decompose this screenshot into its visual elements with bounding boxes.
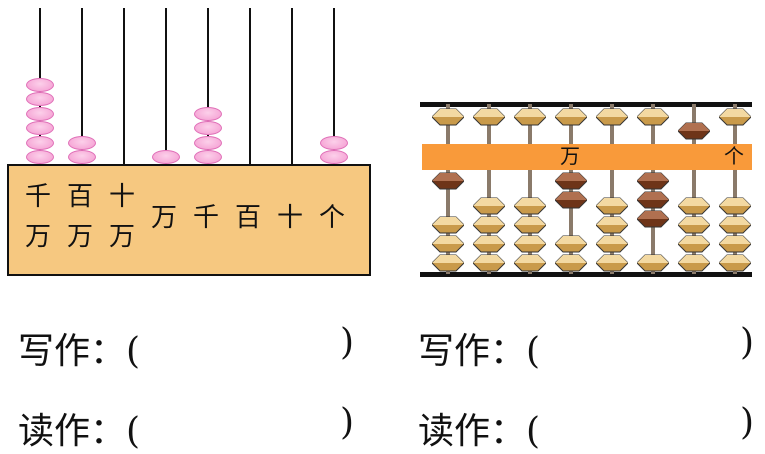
- inactive-bead: [432, 254, 464, 272]
- left-rod: [207, 8, 209, 166]
- inactive-bead: [555, 235, 587, 253]
- right-read-close: ): [740, 402, 755, 443]
- right-rod: [610, 104, 614, 274]
- inactive-bead: [473, 254, 505, 272]
- left-rod: [81, 8, 83, 166]
- inactive-bead: [473, 216, 505, 234]
- active-bead: [637, 191, 669, 209]
- left-rod: [165, 8, 167, 166]
- pink-bead: [26, 150, 54, 164]
- inactive-bead: [637, 108, 669, 126]
- pink-bead: [194, 106, 222, 121]
- pink-bead: [194, 121, 222, 135]
- inactive-bead: [555, 254, 587, 272]
- place-label: 百: [235, 203, 262, 233]
- pink-bead: [194, 135, 222, 150]
- active-bead: [555, 191, 587, 209]
- pink-bead: [320, 150, 348, 164]
- right-rod: [692, 104, 696, 274]
- place-label: 十: [109, 182, 136, 212]
- left-rod: [333, 8, 335, 166]
- right-read-answer-field[interactable]: [560, 402, 730, 442]
- pink-bead: [26, 77, 54, 92]
- active-bead: [637, 172, 669, 190]
- left-write-close: ): [340, 322, 355, 363]
- inactive-bead: [596, 254, 628, 272]
- pink-bead: [68, 135, 96, 150]
- place-label: 万: [109, 222, 136, 252]
- place-label: 千: [25, 182, 52, 212]
- left-rod: [249, 8, 251, 166]
- left-write-label: 写作：(: [18, 331, 141, 372]
- inactive-bead: [555, 108, 587, 126]
- inactive-bead: [719, 216, 751, 234]
- inactive-bead: [678, 254, 710, 272]
- inactive-bead: [596, 216, 628, 234]
- place-label: 十: [277, 203, 304, 233]
- left-rod: [123, 8, 125, 166]
- inactive-bead: [678, 235, 710, 253]
- right-rod: [528, 104, 532, 274]
- inactive-bead: [514, 216, 546, 234]
- inactive-bead: [596, 235, 628, 253]
- inactive-bead: [719, 108, 751, 126]
- inactive-bead: [596, 108, 628, 126]
- place-label: 万: [151, 203, 178, 233]
- left-abacus-base: [7, 164, 371, 276]
- inactive-bead: [678, 197, 710, 215]
- place-label: 百: [67, 182, 94, 212]
- right-write-answer-field[interactable]: [560, 322, 730, 362]
- right-read-label: 读作：(: [418, 411, 541, 452]
- bottom-frame-bar: [420, 272, 752, 277]
- active-bead: [555, 172, 587, 190]
- inactive-bead: [514, 108, 546, 126]
- active-bead: [637, 210, 669, 228]
- inactive-bead: [719, 254, 751, 272]
- pink-bead: [26, 106, 54, 121]
- inactive-bead: [432, 216, 464, 234]
- beam-label-ge: 个: [724, 144, 744, 168]
- inactive-bead: [514, 254, 546, 272]
- right-write-label: 写作：(: [418, 331, 541, 372]
- top-frame-bar: [420, 102, 752, 107]
- beam: [422, 144, 752, 170]
- left-read-close: ): [340, 402, 355, 443]
- right-rod: [487, 104, 491, 274]
- inactive-bead: [432, 108, 464, 126]
- inactive-bead: [473, 197, 505, 215]
- place-label: 个: [319, 203, 346, 233]
- inactive-bead: [432, 235, 464, 253]
- place-label: 万: [67, 222, 94, 252]
- active-bead: [432, 172, 464, 190]
- inactive-bead: [678, 216, 710, 234]
- inactive-bead: [596, 197, 628, 215]
- left-read-answer-field[interactable]: [160, 402, 330, 442]
- pink-bead: [26, 121, 54, 135]
- right-write-close: ): [740, 322, 755, 363]
- pink-bead: [152, 150, 180, 164]
- inactive-bead: [473, 108, 505, 126]
- place-label: 千: [193, 203, 220, 233]
- inactive-bead: [514, 235, 546, 253]
- inactive-bead: [719, 197, 751, 215]
- left-rod: [291, 8, 293, 166]
- left-read-label: 读作：(: [18, 411, 141, 452]
- active-bead: [678, 122, 710, 140]
- left-write-answer-field[interactable]: [160, 322, 330, 362]
- pink-bead: [194, 150, 222, 164]
- inactive-bead: [473, 235, 505, 253]
- inactive-bead: [719, 235, 751, 253]
- pink-bead: [320, 135, 348, 150]
- inactive-bead: [514, 197, 546, 215]
- right-rod: [733, 104, 737, 274]
- pink-bead: [26, 92, 54, 106]
- place-label: 万: [25, 222, 52, 252]
- beam-label-wan: 万: [560, 144, 580, 168]
- pink-bead: [68, 150, 96, 164]
- pink-bead: [26, 135, 54, 150]
- inactive-bead: [637, 254, 669, 272]
